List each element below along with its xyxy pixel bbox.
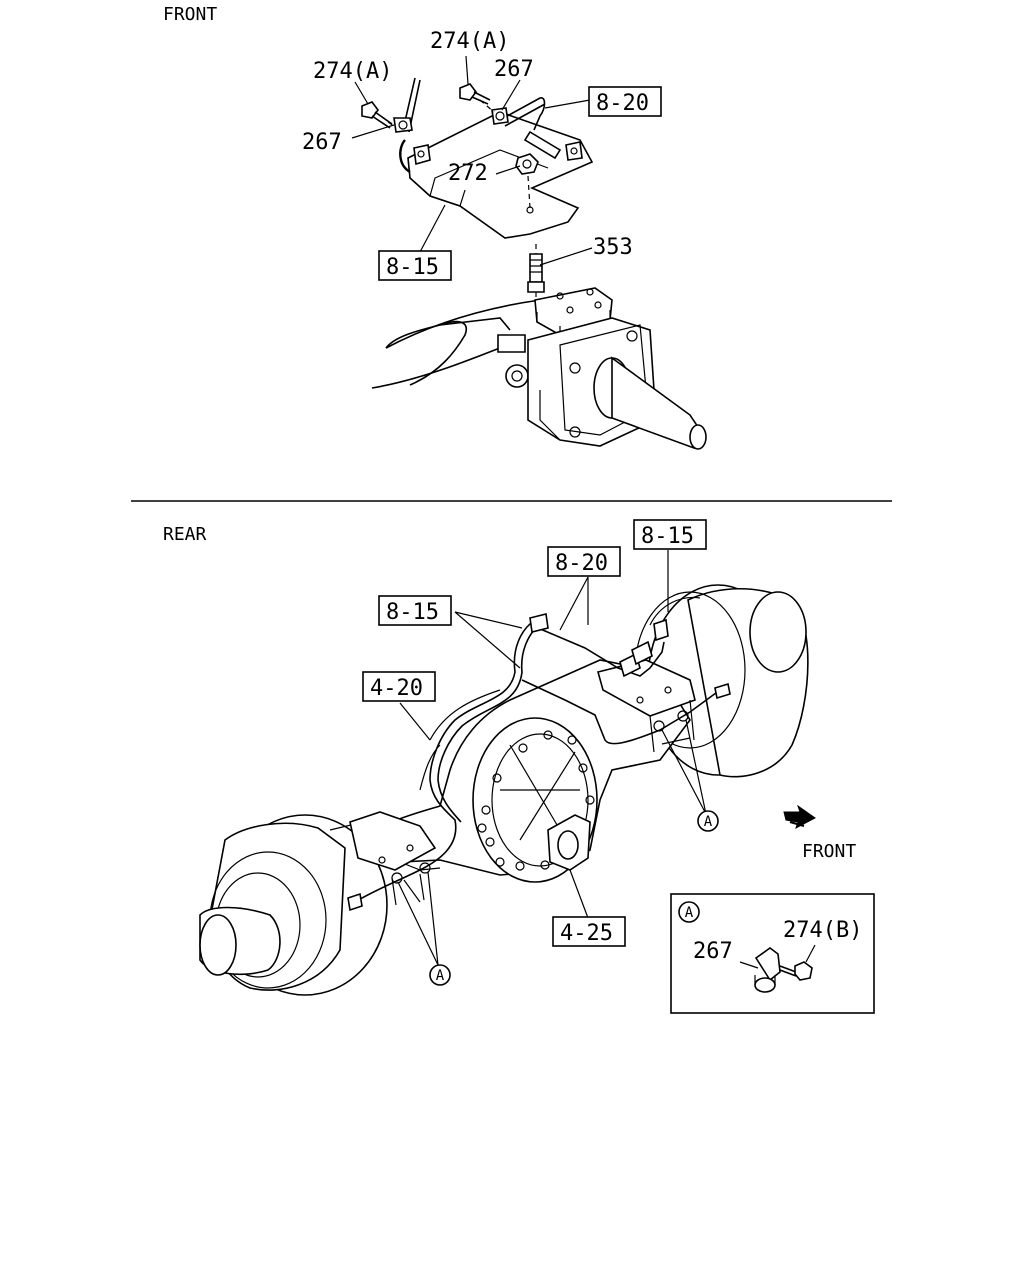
ref-4-20: 4-20 <box>370 676 423 701</box>
front-nut <box>515 153 539 175</box>
label-274a-top: 274(A) <box>430 29 509 54</box>
ref-box-8-15-top <box>633 519 707 550</box>
label-353: 353 <box>593 235 633 260</box>
front-clip-top <box>491 107 509 125</box>
ref-8-20-rear: 8-20 <box>555 551 608 576</box>
label-272: 272 <box>448 161 488 186</box>
rear-brake-pipes <box>347 613 731 912</box>
front-bolt-left <box>361 101 393 129</box>
front-leaders <box>351 55 593 266</box>
ref-4-25: 4-25 <box>560 921 613 946</box>
detail-clip-icon <box>754 947 781 993</box>
label-267-top: 267 <box>494 57 534 82</box>
ref-8-20-front: 8-20 <box>596 91 649 116</box>
front-clip-left <box>393 117 413 133</box>
front-stud-bolt <box>527 253 545 293</box>
front-section: FRONT <box>163 4 707 450</box>
ref-box-8-15-left <box>378 595 452 626</box>
rear-leaders <box>397 550 707 966</box>
ref-box-8-20-rear <box>547 546 621 577</box>
front-direction-arrow-icon <box>783 804 816 830</box>
detail-label-267: 267 <box>693 939 733 964</box>
front-install-lines <box>387 99 537 300</box>
front-bolt-top <box>459 83 491 105</box>
rear-left-hub <box>199 814 401 996</box>
callout-a-left-circle <box>429 964 451 986</box>
callout-a-right: A <box>704 814 713 830</box>
detail-bolt-icon <box>779 961 813 981</box>
direction-label: FRONT <box>802 841 856 862</box>
label-274a-left: 274(A) <box>313 59 392 84</box>
rear-clip-left <box>391 862 431 884</box>
ref-box-4-20 <box>362 671 436 702</box>
front-bracket <box>407 111 594 239</box>
detail-callout: A <box>685 905 694 921</box>
ref-box-8-15-front <box>378 250 452 281</box>
front-steering-knuckle <box>527 287 707 450</box>
ref-box-8-20-front <box>588 86 662 117</box>
callout-a-right-circle <box>697 810 719 832</box>
rear-clip-right <box>653 710 689 732</box>
detail-callout-circle <box>678 901 700 923</box>
rear-section: REAR <box>163 519 875 1014</box>
detail-label-274b: 274(B) <box>783 918 862 943</box>
rear-spring-seat-right <box>597 659 696 753</box>
ref-8-15-top: 8-15 <box>641 524 694 549</box>
rear-differential-cover <box>472 717 598 883</box>
ref-8-15-left: 8-15 <box>386 600 439 625</box>
front-axle-beam <box>371 299 541 389</box>
ref-8-15-front: 8-15 <box>386 255 439 280</box>
front-heading: FRONT <box>163 4 217 25</box>
rear-heading: REAR <box>163 524 207 545</box>
ref-box-4-25 <box>552 916 626 947</box>
callout-a-left: A <box>436 968 445 984</box>
label-267-left: 267 <box>302 130 342 155</box>
detail-box-a: A 267 274(B) <box>670 893 875 1014</box>
